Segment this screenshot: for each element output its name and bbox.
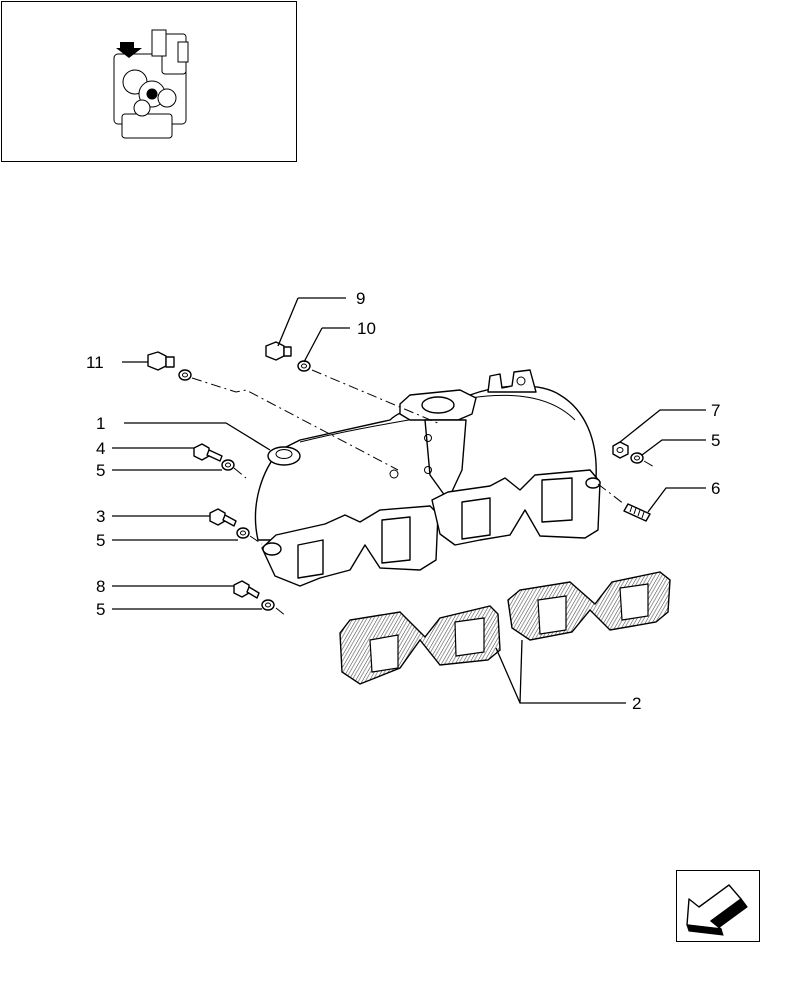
callout-11: 11 <box>86 353 104 372</box>
callout-5d: 5 <box>711 431 720 450</box>
nut-7[interactable] <box>612 441 629 459</box>
gasket-left[interactable] <box>339 605 501 685</box>
bolt-3[interactable] <box>209 508 237 527</box>
leader-lines <box>112 297 706 704</box>
stud-6[interactable] <box>623 503 651 522</box>
callout-5a: 5 <box>96 461 105 480</box>
bolt-8[interactable] <box>233 580 260 599</box>
back-arrow-icon <box>686 884 748 936</box>
back-navigation-button[interactable] <box>676 870 760 942</box>
fitting-11[interactable] <box>147 351 175 371</box>
engine-thumbnail-icon <box>113 29 189 139</box>
callout-3: 3 <box>96 507 105 526</box>
washer-11[interactable] <box>178 369 192 381</box>
washer-5a[interactable] <box>221 459 235 471</box>
callout-9: 9 <box>356 289 365 308</box>
callout-4: 4 <box>96 439 105 458</box>
callout-5b: 5 <box>96 531 105 550</box>
callout-6: 6 <box>711 479 720 498</box>
callout-7: 7 <box>711 401 720 420</box>
gasket-right[interactable] <box>507 571 671 641</box>
plug-9[interactable] <box>265 341 292 361</box>
washer-5b[interactable] <box>236 527 250 539</box>
washer-10[interactable] <box>297 360 311 372</box>
bolt-4[interactable] <box>193 443 223 462</box>
exhaust-manifold[interactable] <box>254 369 601 587</box>
callout-8: 8 <box>96 577 105 596</box>
washer-5d[interactable] <box>630 452 644 464</box>
engine-thumbnail-frame <box>1 1 297 162</box>
callout-2: 2 <box>632 694 641 713</box>
washer-5c[interactable] <box>261 599 275 611</box>
callout-10: 10 <box>357 319 376 338</box>
assembly-axes <box>191 369 657 617</box>
callout-1: 1 <box>96 414 105 433</box>
callout-5c: 5 <box>96 600 105 619</box>
